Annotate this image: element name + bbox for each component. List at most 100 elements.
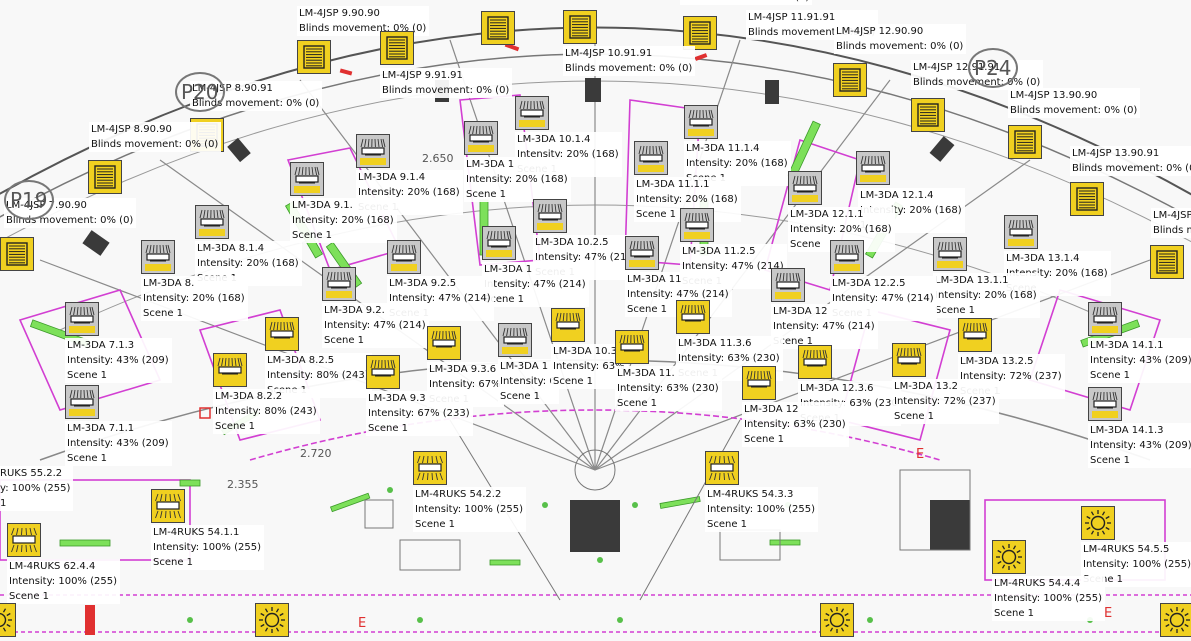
light-panel-icon[interactable] — [771, 268, 805, 302]
light-panel-icon[interactable] — [625, 236, 659, 270]
device-scene: Scene 1 — [500, 391, 541, 402]
blinds-icon[interactable] — [481, 11, 515, 45]
light-panel-icon[interactable] — [515, 96, 549, 130]
blinds-icon[interactable] — [1070, 182, 1104, 216]
blinds-icon[interactable] — [1150, 245, 1184, 279]
light-panel-icon[interactable] — [387, 240, 421, 274]
light-panel-icon[interactable] — [498, 323, 532, 357]
device-status: Intensity: 47% (214) — [627, 289, 729, 300]
device-name: LM-3DA 10.3 — [553, 346, 617, 357]
device-status: Intensity: 43% (209) — [1090, 355, 1191, 366]
light-panel-icon[interactable] — [1088, 302, 1122, 336]
light-panel-icon[interactable] — [290, 162, 324, 196]
light-panel-icon[interactable] — [830, 240, 864, 274]
blinds-icon[interactable] — [380, 31, 414, 65]
device-status: Intensity: 20% (168) — [636, 194, 738, 205]
light-panel-icon[interactable] — [684, 105, 718, 139]
blinds-icon[interactable] — [911, 98, 945, 132]
light-panel-icon[interactable] — [680, 208, 714, 242]
plan-label: P20 — [175, 72, 225, 112]
light-panel-icon[interactable] — [141, 240, 175, 274]
light-panel-icon[interactable] — [366, 355, 400, 389]
device-scene: Scene 1 — [484, 294, 525, 305]
device-status: Blinds movement: 0% (0) — [1072, 163, 1191, 174]
light-panel-icon[interactable] — [933, 237, 967, 271]
blinds-icon[interactable] — [1008, 125, 1042, 159]
light-panel-icon[interactable] — [65, 385, 99, 419]
light-panel-icon[interactable] — [892, 343, 926, 377]
light-panel-icon[interactable] — [427, 326, 461, 360]
light-panel-icon[interactable] — [356, 134, 390, 168]
light-panel-icon[interactable] — [213, 353, 247, 387]
device-name: LM-3DA 11.1.1 — [636, 179, 710, 190]
light-panel-icon[interactable] — [958, 318, 992, 352]
light-panel-icon[interactable] — [551, 308, 585, 342]
light-panel-icon[interactable] — [798, 345, 832, 379]
light-panel-icon[interactable] — [265, 317, 299, 351]
ambient-light-icon[interactable] — [151, 489, 185, 523]
device-name: LM-3DA 10.2.5 — [535, 237, 609, 248]
light-panel-icon[interactable] — [634, 141, 668, 175]
device-status: Intensity: 63% (230 — [800, 398, 898, 409]
ambient-light-icon[interactable] — [705, 451, 739, 485]
light-panel-icon[interactable] — [533, 199, 567, 233]
light-panel-icon[interactable] — [65, 302, 99, 336]
light-panel-icon[interactable] — [615, 330, 649, 364]
device-name: LM-4JSP 13.90.91 — [1072, 148, 1160, 159]
light-panel-icon[interactable] — [788, 171, 822, 205]
light-panel-icon[interactable] — [742, 366, 776, 400]
light-panel-icon[interactable] — [676, 300, 710, 334]
device-name: LM-4RUKS 54.3.3 — [707, 489, 794, 500]
device-status: Intensity: 47% (214) — [682, 261, 784, 272]
light-panel-icon[interactable] — [464, 121, 498, 155]
device-status: Intensity: 43% (209) — [1090, 440, 1191, 451]
device-status: Intensity: 100% (255) — [153, 542, 262, 553]
light-panel-icon[interactable] — [322, 267, 356, 301]
blinds-icon[interactable] — [683, 16, 717, 50]
device-status: Blinds m — [1153, 225, 1191, 236]
blinds-icon[interactable] — [833, 63, 867, 97]
device-scene: Scene 1 — [67, 453, 108, 464]
device-name: LM-3DA 13.2.5 — [960, 356, 1034, 367]
sun-icon[interactable] — [255, 603, 289, 637]
light-panel-icon[interactable] — [482, 226, 516, 260]
device-status: Blinds movement: 0% (0) — [299, 23, 427, 34]
device-name: LM-3DA 12.3.6 — [800, 383, 874, 394]
device-scene: Scene 1 — [292, 230, 333, 241]
device-name: RUKS 55.2.2 — [0, 468, 63, 479]
blinds-icon[interactable] — [0, 237, 34, 271]
device-label: LM-3DA 8.Intensity: 20% (168)Scene 1 — [141, 276, 248, 321]
blinds-icon[interactable] — [563, 10, 597, 44]
sun-icon[interactable] — [1081, 506, 1115, 540]
device-name: LM-4JSP 12.91.91 — [913, 62, 1001, 73]
device-status: Intensity: 100% (255) — [707, 504, 816, 515]
device-name: LM-3DA 14.1.1 — [1090, 340, 1164, 351]
device-scene: Scene 1 — [153, 557, 194, 568]
device-scene: Scene 1 — [627, 304, 668, 315]
sun-icon[interactable] — [992, 540, 1026, 574]
ambient-light-icon[interactable] — [413, 451, 447, 485]
light-panel-icon[interactable] — [1004, 215, 1038, 249]
light-panel-icon[interactable] — [195, 205, 229, 239]
device-name: LM-3DA 9.2. — [324, 305, 385, 316]
light-panel-icon[interactable] — [1088, 387, 1122, 421]
plan-label: E — [1104, 606, 1113, 621]
ambient-light-icon[interactable] — [7, 523, 41, 557]
device-name: LM-3DA 1 — [500, 361, 549, 372]
blinds-icon[interactable] — [88, 160, 122, 194]
sun-icon[interactable] — [0, 603, 16, 637]
sun-icon[interactable] — [1160, 603, 1191, 637]
sun-icon[interactable] — [820, 603, 854, 637]
device-name: LM-4JSP 13.90.90 — [1010, 90, 1098, 101]
blinds-icon[interactable] — [297, 40, 331, 74]
light-panel-icon[interactable] — [856, 151, 890, 185]
